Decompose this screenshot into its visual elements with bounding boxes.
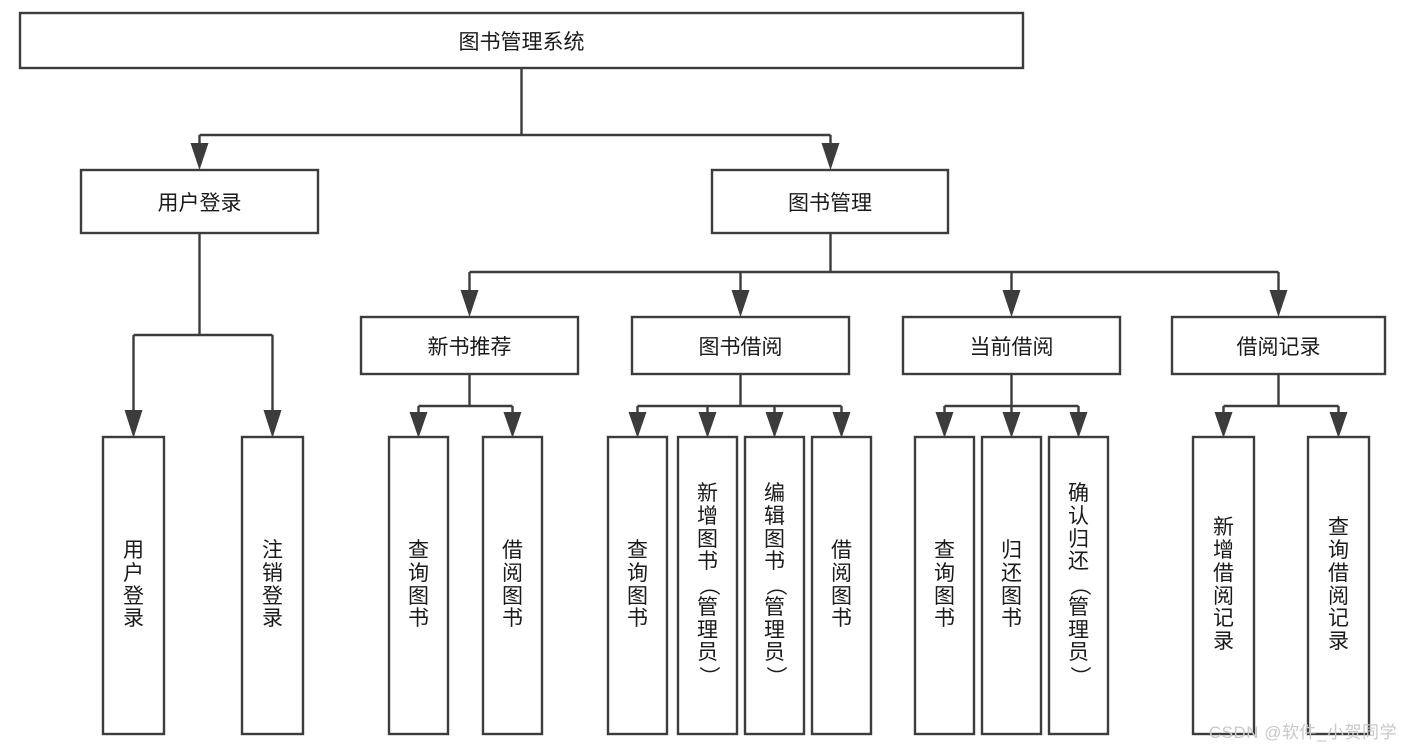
arrow-to-leaf-query-book-2: [628, 412, 647, 438]
edges-user-login-to-leaves: [124, 233, 282, 438]
arrow-to-leaf-return-book: [1002, 412, 1021, 438]
arrow-to-leaf-confirm-return: [1069, 412, 1088, 438]
arrow-to-leaf-borrow-book-2: [832, 412, 851, 438]
arrow-to-leaf-add-book: [698, 412, 717, 438]
node-leaf-add-book[interactable]: [676, 435, 739, 736]
node-root[interactable]: [18, 11, 1025, 70]
node-book-borrow[interactable]: [630, 315, 851, 376]
arrow-to-leaf-edit-book: [765, 412, 784, 438]
node-leaf-query-book-3[interactable]: [913, 435, 976, 736]
arrow-to-borrow-record: [1269, 290, 1288, 317]
arrow-to-current-borrow: [1002, 290, 1021, 317]
node-current-borrow[interactable]: [901, 315, 1122, 376]
node-borrow-record[interactable]: [1170, 315, 1387, 376]
edges-book-management-to-level2: [460, 233, 1288, 317]
arrow-to-book-management: [821, 143, 840, 170]
node-leaf-confirm-return[interactable]: [1047, 435, 1110, 736]
arrow-to-leaf-query-book-3: [935, 412, 954, 438]
node-leaf-borrow-book-1[interactable]: [481, 435, 544, 736]
edges-root-to-level1: [190, 68, 840, 170]
arrow-to-leaf-borrow-book-1: [503, 412, 522, 438]
node-leaf-query-book-1[interactable]: [387, 435, 450, 736]
arrow-to-leaf-add-record: [1214, 412, 1233, 438]
watermark: CSDN @软件_小贺同学: [1208, 723, 1397, 742]
arrow-to-leaf-query-record: [1329, 412, 1348, 438]
arrow-to-book-borrow: [731, 290, 750, 317]
node-leaf-query-book-2[interactable]: [606, 435, 669, 736]
node-leaf-borrow-book-2[interactable]: [810, 435, 873, 736]
arrow-to-leaf-logout: [263, 410, 282, 438]
node-user-login[interactable]: [79, 168, 320, 235]
arrow-to-leaf-user-login: [124, 410, 143, 438]
arrow-to-leaf-query-book-1: [409, 412, 428, 438]
node-leaf-return-book[interactable]: [980, 435, 1043, 736]
edges-borrow-record-to-leaves: [1214, 374, 1348, 438]
node-leaf-query-record[interactable]: [1306, 435, 1371, 736]
node-leaf-add-record[interactable]: [1191, 435, 1256, 736]
arrow-to-new-book-recommend: [460, 290, 479, 317]
edges-current-borrow-to-leaves: [935, 374, 1088, 438]
node-leaf-edit-book[interactable]: [743, 435, 806, 736]
node-book-management[interactable]: [710, 168, 950, 235]
node-new-book-recommend[interactable]: [359, 315, 580, 376]
edges-new-book-recommend-to-leaves: [409, 374, 522, 438]
arrow-to-user-login: [190, 143, 209, 170]
edges-book-borrow-to-leaves: [628, 374, 851, 438]
node-leaf-logout[interactable]: [240, 435, 305, 736]
node-leaf-user-login[interactable]: [101, 435, 166, 736]
